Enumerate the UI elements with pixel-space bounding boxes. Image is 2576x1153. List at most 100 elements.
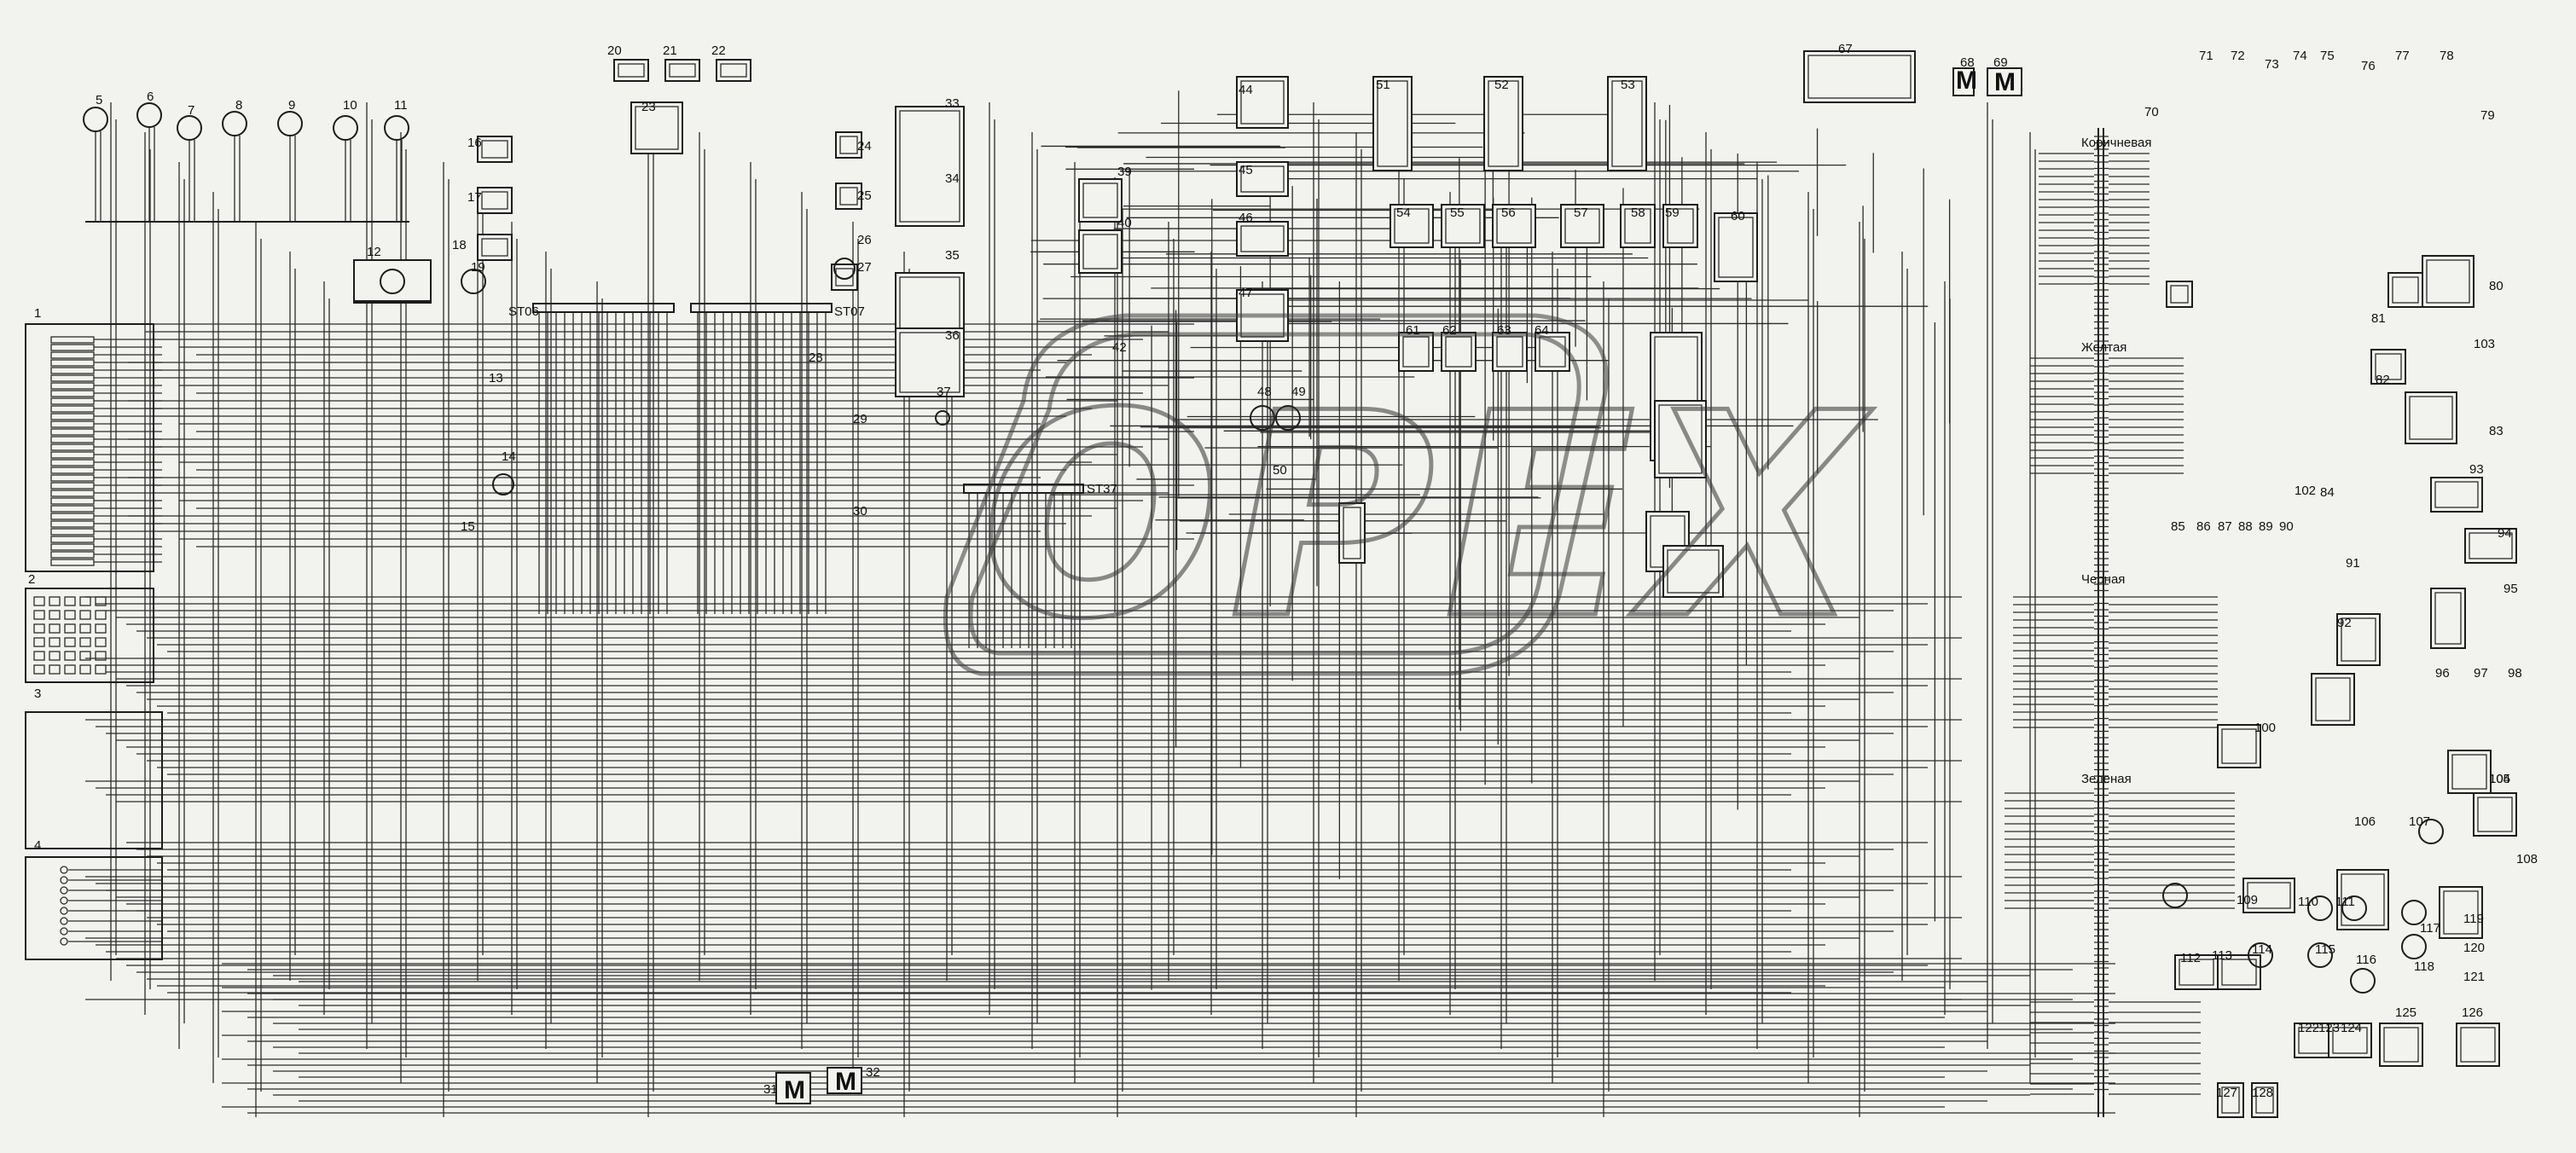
watermark: ОРЕХ [943, 313, 1873, 683]
component-label-35: 35 [945, 248, 960, 263]
component-label-94: 94 [2498, 526, 2512, 541]
component-label-110: 110 [2298, 895, 2318, 909]
component-label-113: 113 [2212, 948, 2232, 963]
component-label-29: 29 [853, 412, 867, 426]
component-label-100: 100 [2254, 721, 2276, 735]
component-label-84: 84 [2320, 485, 2335, 500]
component-label-119: 119 [2463, 912, 2484, 926]
component-label-109: 109 [2237, 893, 2258, 907]
component-label-1: 1 [34, 306, 41, 321]
component-label-107: 107 [2409, 814, 2430, 829]
component-label-39: 39 [1117, 165, 1132, 179]
harness-label-green: Зеленая [2081, 772, 2132, 786]
component-label-40: 40 [1117, 216, 1132, 230]
component-label-111: 111 [2335, 895, 2355, 909]
component-label-34: 34 [945, 171, 960, 186]
component-label-93: 93 [2469, 462, 2484, 477]
component-label-78: 78 [2440, 49, 2454, 63]
component-label-87: 87 [2218, 519, 2232, 534]
component-label-102: 102 [2295, 484, 2316, 498]
component-label-50: 50 [1273, 463, 1287, 478]
component-label-7: 7 [188, 103, 194, 118]
component-label-31: 31 [763, 1082, 778, 1097]
watermark-text: ОРЕХ [981, 353, 1873, 681]
component-label-112: 112 [2180, 951, 2201, 965]
component-label-6: 6 [147, 90, 154, 104]
component-label-77: 77 [2395, 49, 2410, 63]
component-label-98: 98 [2508, 666, 2522, 681]
component-label-97: 97 [2474, 666, 2488, 681]
component-label-62: 62 [1442, 323, 1457, 338]
component-label-56: 56 [1501, 206, 1516, 220]
component-label-70: 70 [2144, 105, 2159, 119]
component-label-47: 47 [1239, 286, 1253, 300]
component-label-13: 13 [489, 371, 503, 385]
component-label-105: 105 [2489, 772, 2510, 786]
component-label-49: 49 [1291, 385, 1306, 399]
component-label-42: 42 [1112, 340, 1127, 355]
component-label-126: 126 [2462, 1005, 2483, 1020]
component-label-16: 16 [467, 136, 482, 150]
component-label-95: 95 [2503, 582, 2518, 596]
component-label-48: 48 [1257, 385, 1272, 399]
component-label-10: 10 [343, 98, 357, 113]
component-label-8: 8 [235, 98, 242, 113]
component-label-55: 55 [1450, 206, 1465, 220]
connector-st06-label: ST06 [508, 304, 539, 319]
component-label-2: 2 [28, 572, 35, 587]
component-label-121: 121 [2463, 970, 2485, 984]
component-label-4: 4 [34, 838, 41, 853]
component-label-14: 14 [502, 449, 516, 464]
component-label-127: 127 [2216, 1086, 2237, 1100]
component-label-117: 117 [2420, 921, 2440, 936]
component-label-53: 53 [1621, 78, 1635, 92]
component-label-51: 51 [1376, 78, 1390, 92]
motor-69-symbol: M [1994, 68, 2016, 96]
component-label-124: 124 [2341, 1021, 2362, 1035]
component-label-9: 9 [288, 98, 295, 113]
component-label-22: 22 [711, 43, 726, 58]
component-label-85: 85 [2171, 519, 2185, 534]
component-label-76: 76 [2361, 59, 2376, 73]
component-label-3: 3 [34, 687, 41, 701]
component-label-17: 17 [467, 190, 482, 205]
harness-label-yellow: Желтая [2081, 340, 2126, 355]
component-label-11: 11 [394, 98, 408, 113]
component-label-68: 68 [1960, 55, 1975, 70]
component-label-88: 88 [2238, 519, 2253, 534]
component-label-46: 46 [1239, 211, 1253, 225]
component-label-67: 67 [1838, 42, 1853, 56]
motor-69-outline [1987, 67, 2022, 96]
motor-32-symbol: M [835, 1068, 856, 1096]
component-label-44: 44 [1239, 83, 1253, 97]
component-label-115: 115 [2315, 942, 2335, 957]
component-label-15: 15 [461, 519, 475, 534]
component-label-81: 81 [2371, 311, 2386, 326]
component-label-91: 91 [2346, 556, 2360, 571]
component-label-123: 123 [2318, 1021, 2340, 1035]
component-label-108: 108 [2516, 852, 2538, 866]
harness-label-black: Черная [2081, 572, 2125, 587]
component-label-23: 23 [641, 100, 656, 114]
component-label-118: 118 [2414, 959, 2434, 974]
component-label-128: 128 [2252, 1086, 2273, 1100]
component-label-104: 104 [2489, 772, 2510, 786]
component-label-63: 63 [1497, 323, 1511, 338]
component-label-33: 33 [945, 96, 960, 111]
component-label-60: 60 [1731, 209, 1745, 223]
component-label-12: 12 [367, 245, 381, 259]
component-label-96: 96 [2435, 666, 2450, 681]
component-label-19: 19 [471, 260, 485, 275]
component-label-20: 20 [607, 43, 622, 58]
component-label-61: 61 [1406, 323, 1420, 338]
component-label-86: 86 [2196, 519, 2211, 534]
motor-31-symbol: M [784, 1076, 805, 1104]
component-label-26: 26 [857, 233, 872, 247]
component-label-82: 82 [2376, 373, 2390, 387]
component-label-90: 90 [2279, 519, 2294, 534]
component-label-24: 24 [857, 139, 872, 154]
component-label-120: 120 [2463, 941, 2485, 955]
connector-st37-label: ST37 [1087, 482, 1117, 496]
component-label-106: 106 [2354, 814, 2376, 829]
